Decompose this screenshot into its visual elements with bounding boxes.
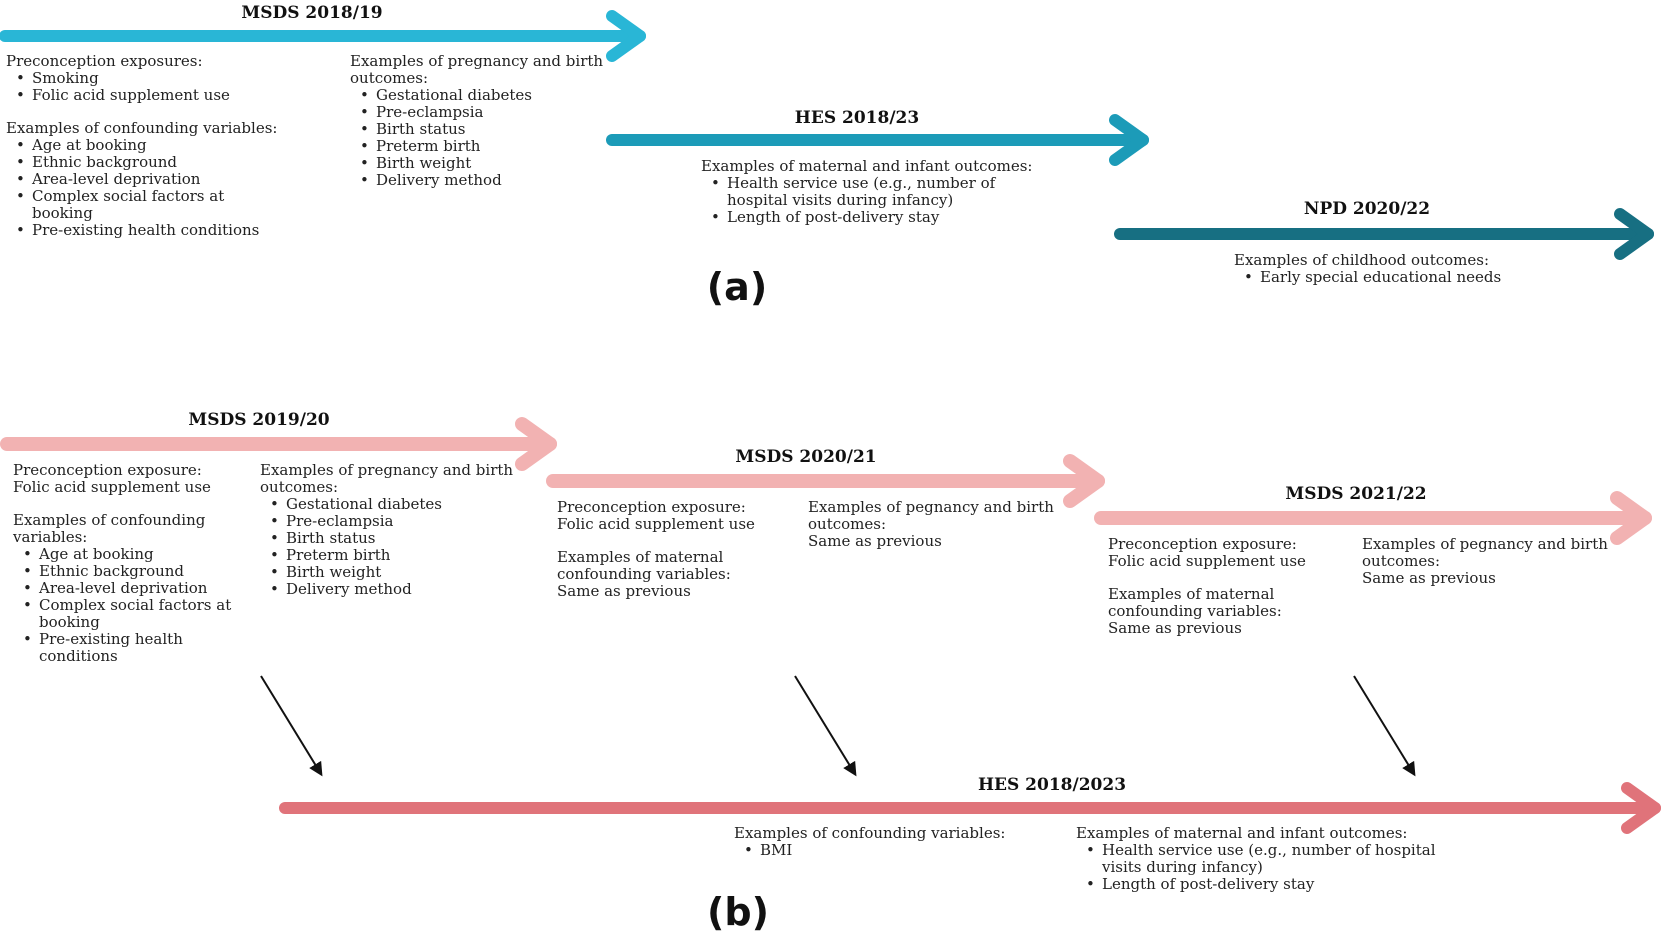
arrow-msds-2021-22 bbox=[1094, 491, 1652, 545]
list-item: Preterm birth bbox=[270, 547, 540, 565]
pregnancy-outcomes-value: Same as previous bbox=[1362, 569, 1496, 587]
list-item: Pre-existing health conditions bbox=[16, 222, 326, 240]
preconception-exposures-heading: Preconception exposures: bbox=[6, 52, 203, 70]
msds-2020-21-right-block: Examples of pegnancy and birth outcomes:… bbox=[808, 499, 1088, 550]
arrow-msds-2018-19 bbox=[0, 10, 646, 62]
connector-arrow-2 bbox=[794, 675, 857, 777]
maternal-infant-outcomes-list: Health service use (e.g., number of hosp… bbox=[701, 175, 1061, 227]
list-item: Delivery method bbox=[360, 172, 630, 190]
maternal-confounding-heading: Examples of maternal confounding variabl… bbox=[1108, 585, 1282, 620]
maternal-infant-outcomes-heading: Examples of maternal and infant outcomes… bbox=[701, 157, 1033, 175]
list-item: Age at booking bbox=[16, 137, 326, 155]
list-item: Gestational diabetes bbox=[270, 496, 540, 514]
msds-2019-20-title: MSDS 2019/20 bbox=[188, 410, 330, 430]
list-item: Smoking bbox=[16, 70, 326, 88]
list-item: Length of post-delivery stay bbox=[1086, 876, 1456, 894]
confounding-variables-list: Age at booking Ethnic background Area-le… bbox=[13, 546, 253, 665]
preconception-exposure-heading: Preconception exposure: bbox=[557, 498, 746, 516]
confounding-variables-list: Age at booking Ethnic background Area-le… bbox=[6, 137, 326, 240]
msds-2018-19-title: MSDS 2018/19 bbox=[241, 3, 383, 23]
childhood-outcomes-heading: Examples of childhood outcomes: bbox=[1234, 251, 1490, 269]
connector-arrow-1 bbox=[260, 675, 323, 777]
list-item: Health service use (e.g., number of hosp… bbox=[1086, 842, 1456, 876]
list-item: Birth status bbox=[360, 121, 630, 139]
pregnancy-outcomes-list: Gestational diabetes Pre-eclampsia Birth… bbox=[350, 87, 630, 190]
arrow-msds-2019-20 bbox=[0, 417, 557, 471]
list-item: Area-level deprivation bbox=[23, 580, 253, 598]
preconception-exposures-list: Smoking Folic acid supplement use bbox=[6, 70, 326, 105]
npd-2020-22-title: NPD 2020/22 bbox=[1303, 199, 1431, 219]
msds-2020-21-left-block: Preconception exposure: Folic acid suppl… bbox=[557, 499, 797, 600]
pregnancy-outcomes-heading: Examples of pegnancy and birth outcomes: bbox=[1362, 535, 1608, 570]
preconception-exposure-value: Folic acid supplement use bbox=[1108, 552, 1306, 570]
msds-2021-22-right-block: Examples of pegnancy and birth outcomes:… bbox=[1362, 536, 1642, 587]
connector-arrow-3 bbox=[1353, 675, 1416, 777]
arrow-hes-2018-23 bbox=[606, 114, 1149, 166]
arrow-npd-2020-22 bbox=[1114, 208, 1654, 260]
childhood-outcomes-list: Early special educational needs bbox=[1234, 269, 1564, 287]
list-item: Ethnic background bbox=[23, 563, 253, 581]
list-item: Ethnic background bbox=[16, 154, 326, 172]
maternal-confounding-value: Same as previous bbox=[1108, 619, 1242, 637]
pregnancy-outcomes-list: Gestational diabetes Pre-eclampsia Birth… bbox=[260, 496, 540, 599]
maternal-confounding-heading: Examples of maternal confounding variabl… bbox=[557, 548, 731, 583]
msds-2020-21-title: MSDS 2020/21 bbox=[735, 447, 877, 467]
pregnancy-outcomes-heading: Examples of pregnancy and birth outcomes… bbox=[350, 52, 604, 87]
arrow-hes-2018-2023 bbox=[279, 782, 1661, 834]
hes-2018-23-title: HES 2018/23 bbox=[794, 108, 920, 128]
panel-a-label: (a) bbox=[706, 265, 768, 309]
pregnancy-outcomes-heading: Examples of pegnancy and birth outcomes: bbox=[808, 498, 1054, 533]
list-item: Complex social factors at booking bbox=[16, 188, 326, 222]
msds-2021-22-title: MSDS 2021/22 bbox=[1285, 484, 1427, 504]
preconception-exposure-value: Folic acid supplement use bbox=[557, 515, 755, 533]
list-item: Early special educational needs bbox=[1244, 269, 1564, 287]
confounding-variables-list: BMI bbox=[734, 842, 1064, 860]
hes-2018-2023-title: HES 2018/2023 bbox=[977, 775, 1127, 795]
list-item: Pre-eclampsia bbox=[270, 513, 540, 531]
msds-2018-19-left-block: Preconception exposures: Smoking Folic a… bbox=[6, 52, 326, 240]
confounding-variables-heading: Examples of confounding variables: bbox=[6, 119, 278, 137]
msds-2019-20-right-block: Examples of pregnancy and birth outcomes… bbox=[260, 461, 540, 599]
list-item: Area-level deprivation bbox=[16, 171, 326, 189]
list-item: Length of post-delivery stay bbox=[711, 209, 1061, 227]
connector-arrows bbox=[260, 675, 1416, 777]
list-item: Pre-eclampsia bbox=[360, 104, 630, 122]
hes-2018-23-block: Examples of maternal and infant outcomes… bbox=[701, 157, 1061, 227]
list-item: Birth status bbox=[270, 530, 540, 548]
preconception-exposure-value: Folic acid supplement use bbox=[13, 478, 211, 496]
preconception-exposure-heading: Preconception exposure: bbox=[13, 461, 202, 479]
hes-2018-2023-outcomes-block: Examples of maternal and infant outcomes… bbox=[1076, 824, 1456, 894]
list-item: Preterm birth bbox=[360, 138, 630, 156]
maternal-infant-outcomes-list: Health service use (e.g., number of hosp… bbox=[1076, 842, 1456, 894]
list-item: Gestational diabetes bbox=[360, 87, 630, 105]
msds-2021-22-left-block: Preconception exposure: Folic acid suppl… bbox=[1108, 536, 1348, 637]
hes-2018-2023-confounding-block: Examples of confounding variables: BMI bbox=[734, 824, 1064, 860]
list-item: Delivery method bbox=[270, 581, 540, 599]
pregnancy-outcomes-value: Same as previous bbox=[808, 532, 942, 550]
confounding-variables-heading: Examples of confounding variables: bbox=[13, 511, 206, 546]
panel-b-label: (b) bbox=[707, 890, 769, 934]
list-item: Pre-existing health conditions bbox=[23, 631, 253, 665]
list-item: Complex social factors at booking bbox=[23, 597, 253, 631]
list-item: Folic acid supplement use bbox=[16, 87, 326, 105]
msds-2018-19-right-block: Examples of pregnancy and birth outcomes… bbox=[350, 52, 630, 190]
maternal-confounding-value: Same as previous bbox=[557, 582, 691, 600]
msds-2019-20-left-block: Preconception exposure: Folic acid suppl… bbox=[13, 462, 253, 665]
arrow-msds-2020-21 bbox=[546, 454, 1105, 508]
list-item: Health service use (e.g., number of hosp… bbox=[711, 175, 1061, 209]
npd-2020-22-block: Examples of childhood outcomes: Early sp… bbox=[1234, 251, 1564, 287]
pregnancy-outcomes-heading: Examples of pregnancy and birth outcomes… bbox=[260, 461, 514, 496]
list-item: Birth weight bbox=[270, 564, 540, 582]
confounding-variables-heading: Examples of confounding variables: bbox=[734, 824, 1006, 842]
preconception-exposure-heading: Preconception exposure: bbox=[1108, 535, 1297, 553]
list-item: BMI bbox=[744, 842, 1064, 860]
list-item: Birth weight bbox=[360, 155, 630, 173]
maternal-infant-outcomes-heading: Examples of maternal and infant outcomes… bbox=[1076, 824, 1408, 842]
list-item: Age at booking bbox=[23, 546, 253, 564]
